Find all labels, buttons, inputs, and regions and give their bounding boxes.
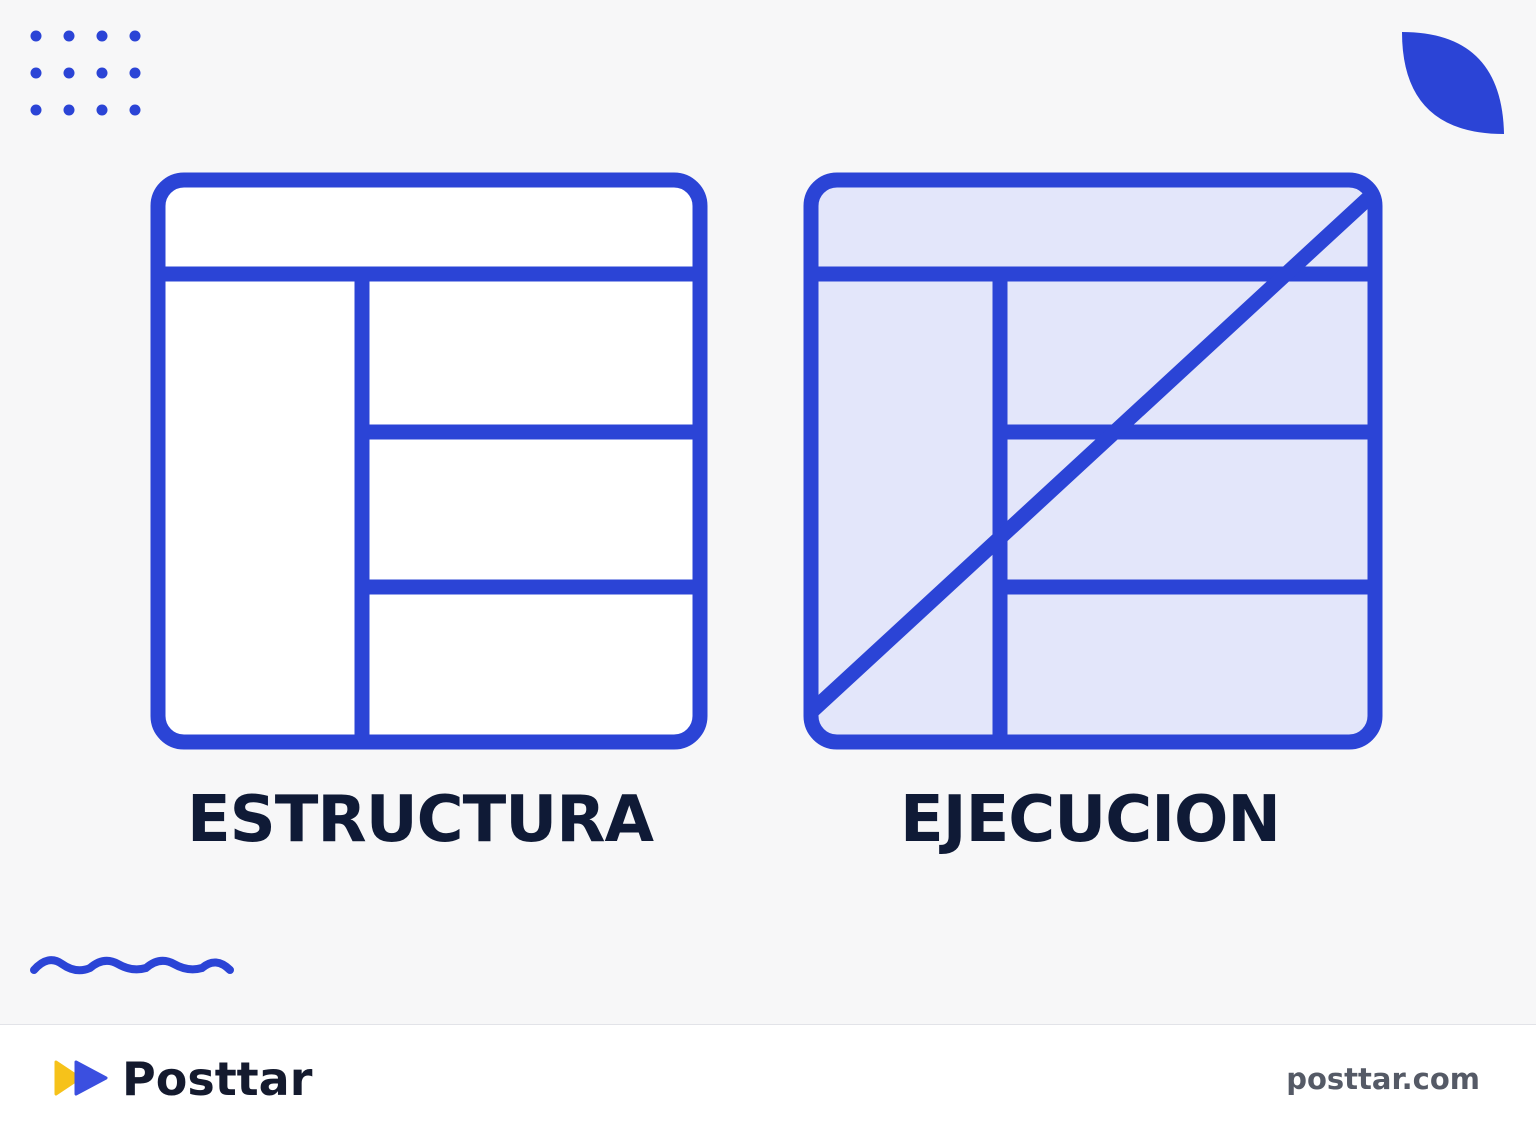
dot-grid-icon	[30, 30, 141, 116]
structure-diagram	[150, 172, 708, 750]
squiggle-line-icon	[30, 956, 234, 975]
label-ejecucion: EJECUCION	[900, 783, 1281, 857]
canvas: ESTRUCTURA EJECUCION	[30, 30, 1504, 975]
footer-bar: Posttar posttar.com	[0, 1024, 1536, 1136]
brand-url[interactable]: posttar.com	[1286, 1062, 1480, 1096]
brand-name: Posttar	[122, 1052, 313, 1106]
execution-diagram	[803, 172, 1383, 750]
play-arrows-icon	[54, 1060, 108, 1096]
leaf-shape-icon	[1402, 32, 1504, 134]
label-estructura: ESTRUCTURA	[186, 783, 654, 857]
